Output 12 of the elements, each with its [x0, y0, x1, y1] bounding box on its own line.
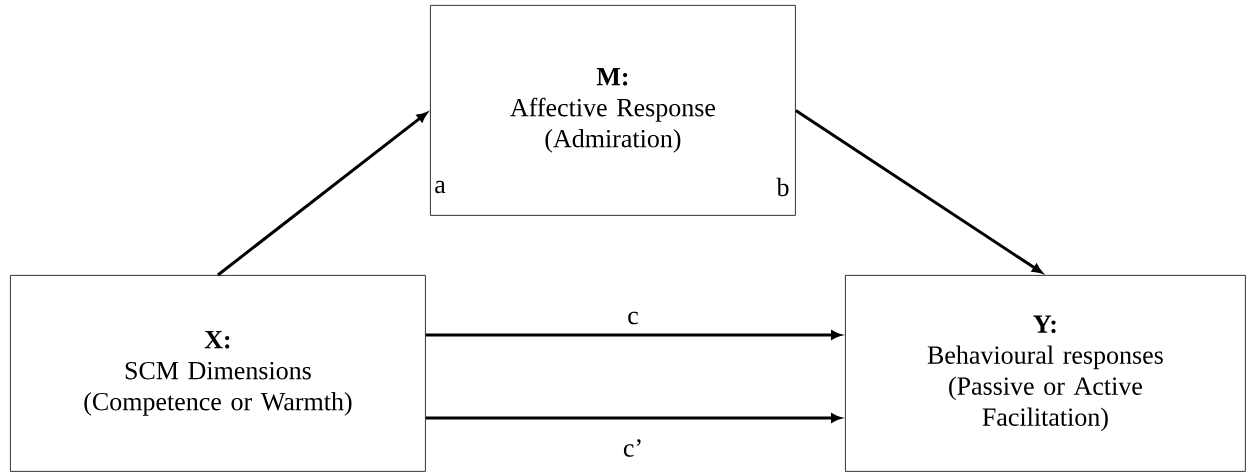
arrow — [217, 112, 428, 277]
arrow — [795, 109, 1043, 274]
box-text: Y: Behavioural responses (Passive or Active Facilitation) — [927, 315, 1163, 432]
box-text: M: Affective Response (Admiration) — [510, 68, 715, 153]
box — [430, 5, 796, 216]
edge-label: b — [775, 176, 791, 198]
box-text: X: SCM Dimensions (Competence or Warmth) — [84, 331, 352, 416]
edge-label: c — [626, 310, 640, 326]
edge-label: c’ — [621, 438, 645, 458]
box — [845, 275, 1246, 472]
edge-label: a — [433, 179, 447, 195]
box — [10, 275, 426, 472]
